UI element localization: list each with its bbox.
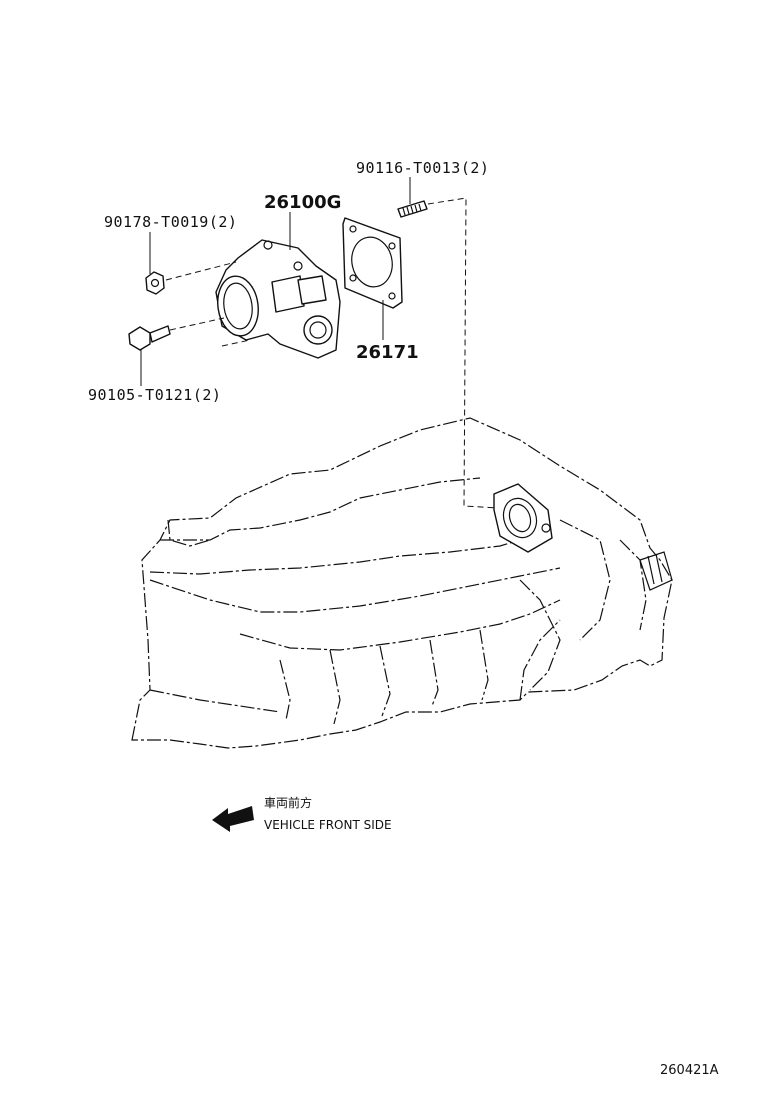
stud-to-engine-guide xyxy=(427,197,499,509)
gasket-callout[interactable]: 26171 xyxy=(356,342,419,363)
throttle-lower-guide xyxy=(221,339,251,347)
throttle-connector-stub xyxy=(639,551,673,591)
intake-flange xyxy=(493,483,553,553)
throttle-body[interactable] xyxy=(214,239,341,359)
nut-dashed-guide xyxy=(165,261,237,281)
bolt-dashed-guide xyxy=(169,317,225,331)
direction-note-english: VEHICLE FRONT SIDE xyxy=(264,818,392,832)
figure-reference: 260421A xyxy=(660,1063,719,1078)
stud-bolt[interactable] xyxy=(397,200,428,218)
direction-note-japanese: 車両前方 xyxy=(264,795,312,810)
engine-outline xyxy=(131,417,673,749)
throttle-body-callout[interactable]: 26100G xyxy=(264,192,341,213)
nut[interactable] xyxy=(145,271,165,295)
stud-bolt-callout[interactable]: 90116-T0013(2) xyxy=(356,159,489,177)
nut-callout[interactable]: 90178-T0019(2) xyxy=(104,213,237,231)
bolt-callout[interactable]: 90105-T0121(2) xyxy=(88,386,221,404)
gasket[interactable] xyxy=(342,217,403,309)
front-direction-arrow xyxy=(212,806,254,832)
bolt[interactable] xyxy=(128,325,171,351)
